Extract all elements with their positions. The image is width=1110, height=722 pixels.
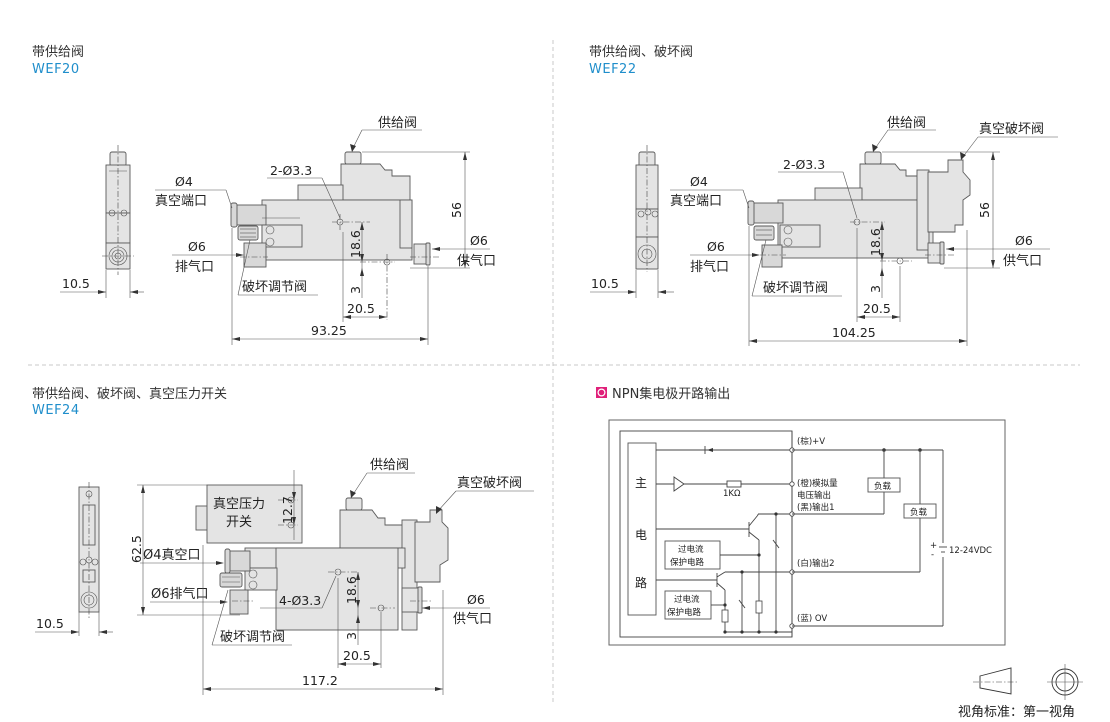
dim-offset: 3 <box>344 632 359 640</box>
label-vac-dia: Ø4 <box>690 174 708 189</box>
main-circuit-char: 电 <box>635 528 647 542</box>
main-circuit-char: 主 <box>635 476 647 490</box>
panel-title: 带供给阀、破坏阀、真空压力开关 <box>32 387 227 402</box>
label-break-valve: 真空破坏阀 <box>457 476 522 491</box>
dim-hole-v: 18.6 <box>868 228 883 256</box>
label-break-adjust: 破坏调节阀 <box>763 281 828 296</box>
model-code: WEF24 <box>32 403 80 418</box>
protection-label: 过电流 <box>678 544 704 555</box>
label-exhaust: 排气口 <box>175 259 214 275</box>
load-label: 负载 <box>874 481 892 492</box>
panel-wef20: 带供给阀 WEF20 10.5 <box>32 45 496 345</box>
label-supply-valve: 供给阀 <box>378 116 417 131</box>
label-vac-dia: Ø4 <box>175 174 193 189</box>
dim-hole-h: 20.5 <box>343 648 371 663</box>
dim-height: 56 <box>449 202 464 218</box>
side-view: 10.5 <box>35 482 113 636</box>
label-pressure-switch-1: 真空压力 <box>213 497 265 512</box>
supply-minus: - <box>931 550 934 560</box>
panel-title: 带供给阀 <box>32 45 84 60</box>
label-holes: 2-Ø3.3 <box>783 157 825 172</box>
label-pressure-switch-2: 开关 <box>226 515 252 530</box>
title-marker-icon <box>596 387 607 398</box>
main-circuit-block <box>627 442 657 616</box>
label-supply-dia: Ø6 <box>470 233 488 248</box>
label-supply-valve: 供给阀 <box>887 116 926 131</box>
view-standard: 视角标准：第一视角 <box>958 664 1083 720</box>
front-view: 供给阀 2-Ø3.3 Ø4 真空端口 Ø6 排气口 Ø6 供气口 破坏调节阀 <box>155 116 496 345</box>
label-supply-dia: Ø6 <box>467 592 485 607</box>
label-break-adjust: 破坏调节阀 <box>220 630 285 645</box>
front-view: 真空压力 开关 12.7 <box>129 458 534 695</box>
side-view: 10.5 <box>590 145 674 298</box>
dim-side-width: 10.5 <box>591 276 619 291</box>
panel-wef24: 带供给阀、破坏阀、真空压力开关 WEF24 10.5 真空压力 <box>32 387 534 695</box>
dim-length: 104.25 <box>832 325 876 340</box>
label-vac-port: 真空端口 <box>155 194 207 209</box>
protection-label: 过电流 <box>674 594 700 605</box>
resistor-label: 1KΩ <box>723 489 741 499</box>
circuit-frame <box>608 419 1006 646</box>
dim-length: 93.25 <box>311 323 347 338</box>
main-circuit-char: 路 <box>635 575 647 590</box>
label-break-valve: 真空破坏阀 <box>979 122 1044 137</box>
side-view: 10.5 <box>60 145 144 298</box>
terminal-analog: (橙)模拟量 <box>797 478 838 489</box>
front-view: 供给阀 真空破坏阀 2-Ø3.3 Ø4 真空端口 Ø6 排气口 Ø6 供气口 破… <box>670 116 1058 346</box>
label-supply-dia: Ø6 <box>1015 233 1033 248</box>
label-exhaust: 排气口 <box>690 259 729 275</box>
dim-height: 56 <box>977 202 992 218</box>
projection-trapezoid-icon <box>979 667 1012 695</box>
terminal-ov: (蓝) OV <box>797 613 827 624</box>
dim-switch-hole: 12.7 <box>280 496 295 524</box>
label-holes: 4-Ø3.3 <box>279 593 321 608</box>
load-2 <box>903 503 937 519</box>
label-exhaust-dia: Ø6 <box>707 239 725 254</box>
label-exhaust-dia: Ø6 <box>188 239 206 254</box>
dim-length: 117.2 <box>302 673 338 688</box>
protection-label: 保护电路 <box>670 557 705 568</box>
model-code: WEF20 <box>32 62 80 77</box>
terminal-vplus: (棕)+V <box>797 436 825 447</box>
dim-offset: 3 <box>868 285 883 293</box>
terminal-out2: (白)输出2 <box>797 558 835 569</box>
dim-side-width: 10.5 <box>62 276 90 291</box>
view-standard-label: 视角标准：第一视角 <box>958 705 1075 720</box>
label-holes: 2-Ø3.3 <box>270 163 312 178</box>
panel-wef22: 带供给阀、破坏阀 WEF22 10.5 <box>589 45 1058 346</box>
label-exhaust: Ø6排气口 <box>151 586 209 602</box>
terminal-out1: (黑)输出1 <box>797 502 835 513</box>
panel-title: 带供给阀、破坏阀 <box>589 45 693 60</box>
supply-plus: + <box>930 541 937 551</box>
circuit-title: NPN集电极开路输出 <box>612 386 730 402</box>
model-code: WEF22 <box>589 62 637 77</box>
label-supply-valve: 供给阀 <box>370 458 409 473</box>
dim-hole-h: 20.5 <box>863 301 891 316</box>
protection-label: 保护电路 <box>667 607 702 618</box>
dim-side-width: 10.5 <box>36 616 64 631</box>
dim-hole-v: 18.6 <box>344 576 359 604</box>
supply-voltage: 12-24VDC <box>949 546 992 556</box>
circuit-panel: NPN集电极开路输出 主 电 路 1KΩ 过电流 保护电路 <box>596 386 1006 646</box>
load-label: 负载 <box>910 507 928 518</box>
label-supply: 供气口 <box>457 253 496 269</box>
dim-hole-v: 18.6 <box>348 230 363 258</box>
dim-height: 62.5 <box>129 535 144 563</box>
label-supply: 供气口 <box>453 611 492 627</box>
label-vac-port: Ø4真空口 <box>143 548 201 563</box>
label-supply: 供气口 <box>1003 253 1042 269</box>
label-vac-port: 真空端口 <box>670 194 722 209</box>
dim-offset: 3 <box>348 286 363 294</box>
dim-hole-h: 20.5 <box>347 301 375 316</box>
load-1 <box>867 477 901 493</box>
terminal-analog: 电压输出 <box>797 490 831 501</box>
label-break-adjust: 破坏调节阀 <box>242 280 307 295</box>
projection-circle-icon <box>1047 664 1083 700</box>
